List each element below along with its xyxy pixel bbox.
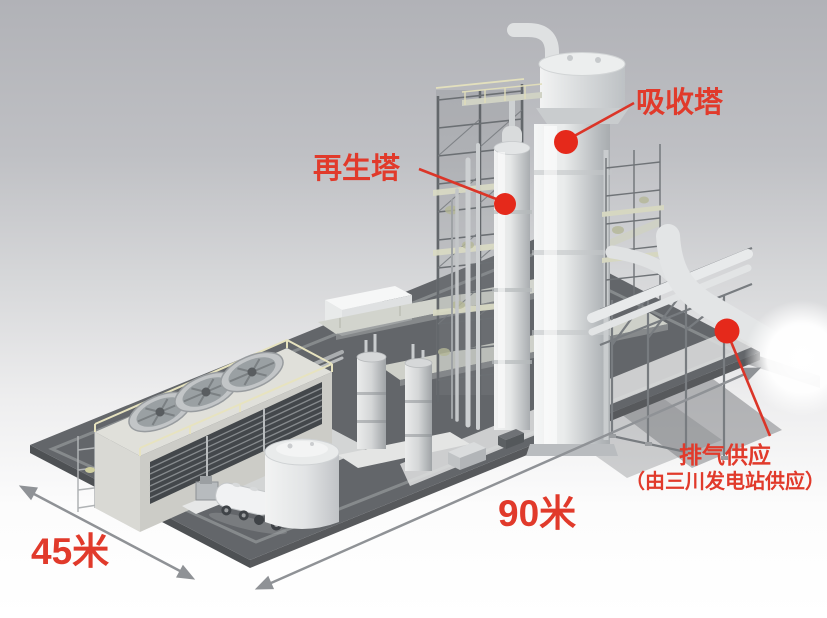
storage-tank — [264, 438, 340, 529]
absorption-tower — [461, 23, 629, 456]
exhaust-duct — [605, 224, 827, 416]
exhaust-dot-icon — [714, 318, 740, 344]
process-vessels — [356, 334, 433, 471]
slab-equipment-boxes — [448, 429, 524, 470]
exhaust-leader-line — [725, 331, 772, 437]
pipe-rack — [587, 246, 753, 460]
absorber-leader-line — [566, 101, 635, 142]
absorber-label: 吸收塔 — [636, 87, 724, 119]
leader-lines — [418, 101, 772, 437]
exhaust-supply-label-line2: （由三川发电站供应） — [625, 471, 825, 493]
regenerator-label: 再生塔 — [313, 153, 401, 185]
exhaust-supply-label: 排气供应 （由三川发电站供应） — [605, 442, 827, 496]
exhaust-supply-label-line1: 排气供应 — [679, 442, 771, 468]
dimension-label-90m: 90米 — [498, 493, 577, 534]
cooling-tower — [77, 339, 333, 532]
dimension-label-45m: 45米 — [31, 531, 110, 572]
absorber-dot-icon — [554, 130, 578, 154]
regeneration-tower — [492, 98, 532, 430]
vessel-pad — [338, 432, 470, 468]
cooling-fan — [220, 351, 284, 393]
dimension-arrow-45m — [18, 485, 196, 580]
mini-lattice — [602, 144, 664, 312]
regenerator-leader-line — [418, 167, 505, 204]
regenerator-dot-icon — [494, 193, 516, 215]
